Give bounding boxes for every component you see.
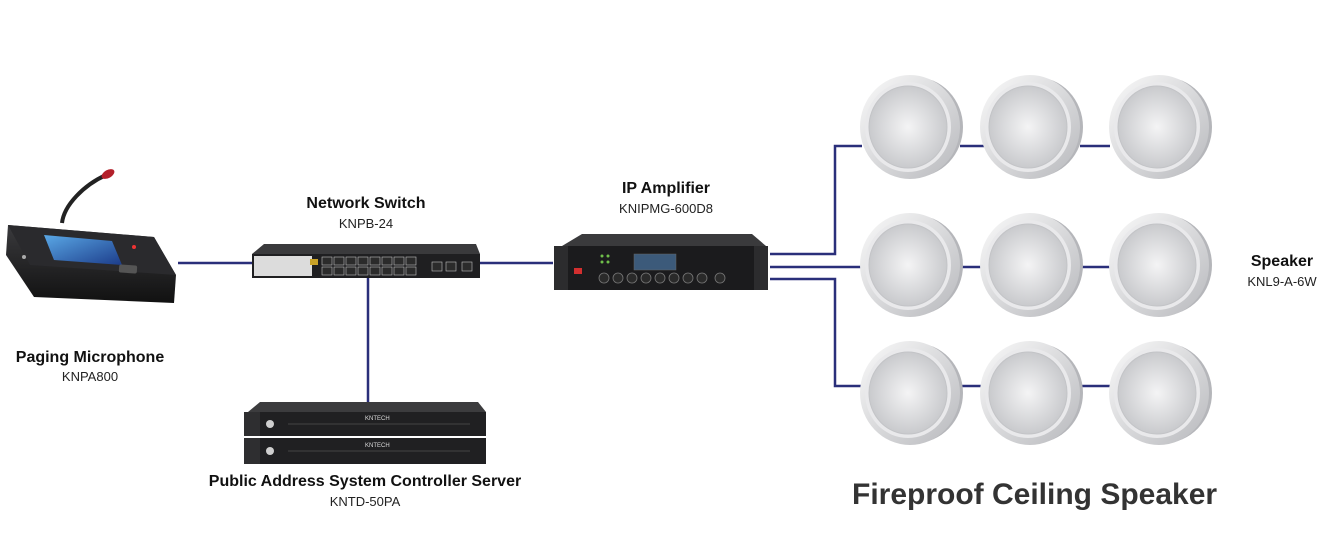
ceiling-speaker [855,72,965,182]
microphone-model: KNPA800 [61,369,119,384]
ip-amplifier-image [554,234,768,290]
ceiling-speaker [855,210,965,320]
wire-amp-row3 [770,277,862,388]
server-brand-bottom: KNTECH [365,443,390,449]
controller-server-image: KNTECH KNTECH [244,402,486,464]
paging-microphone-image [6,169,176,303]
speaker-model: KNL9-A-6W [1247,274,1317,289]
speaker-title: Speaker [1250,253,1314,270]
ceiling-speaker [975,338,1085,448]
microphone-title: Paging Microphone [15,349,165,366]
ceiling-speaker [975,72,1085,182]
fireproof-caption: Fireproof Ceiling Speaker [852,478,1218,511]
wire-amp-row1 [770,144,862,256]
switch-model: KNPB-24 [338,216,394,231]
server-model: KNTD-50PA [329,494,401,509]
server-title: Public Address System Controller Server [208,473,522,490]
ceiling-speaker [855,338,965,448]
ceiling-speaker [1104,210,1214,320]
switch-title: Network Switch [306,195,426,212]
network-switch-image [252,244,480,278]
ceiling-speaker [1104,338,1214,448]
server-brand-top: KNTECH [365,416,390,422]
amplifier-model: KNIPMG-600D8 [619,201,713,216]
ceiling-speaker [975,210,1085,320]
ceiling-speaker [1104,72,1214,182]
amplifier-title: IP Amplifier [621,180,711,197]
